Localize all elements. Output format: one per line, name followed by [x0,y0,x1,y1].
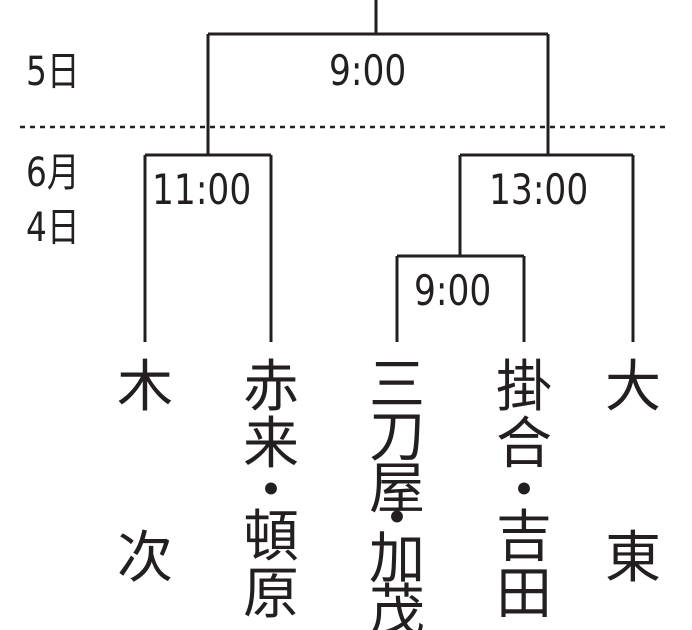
team-char: 刀 [369,405,425,470]
team-char [113,417,177,474]
team-char: 加 [369,527,425,592]
team-char: 次 [117,526,173,591]
team-char [601,417,665,474]
time-first-round: 9:00 [414,266,492,315]
team-char: 掛 [496,355,552,420]
team-char: 木 [117,355,173,420]
team-char: 田 [496,562,552,627]
team-char: 茂 [369,579,425,630]
time-right-semi: 13:00 [489,165,589,214]
team-char: 来 [243,412,299,477]
team-akagi-tonbara: 赤 来 ・ 頓 原 [239,360,303,624]
team-mitoya-kamo: 三 刀 屋 ・ 加 茂 [365,358,429,630]
team-char [113,474,177,531]
time-final: 9:00 [329,46,407,95]
team-char: 赤 [243,355,299,420]
time-left-semi: 11:00 [152,165,252,214]
team-char: 合 [496,412,552,477]
team-char: 頓 [243,505,299,570]
team-char: 東 [605,526,661,591]
date-june-month: 6月 [26,150,80,196]
team-char [601,474,665,531]
team-char: 大 [605,355,661,420]
team-kakeya-yoshida: 掛 合 ・ 吉 田 [492,360,556,624]
team-daito: 大 東 [601,360,665,588]
team-char: 原 [243,562,299,627]
date-june-day: 4日 [26,205,80,251]
date-day5: 5日 [26,49,80,95]
team-char: 吉 [496,505,552,570]
team-char: 三 [369,353,425,418]
team-kitsugi: 木 次 [113,360,177,588]
